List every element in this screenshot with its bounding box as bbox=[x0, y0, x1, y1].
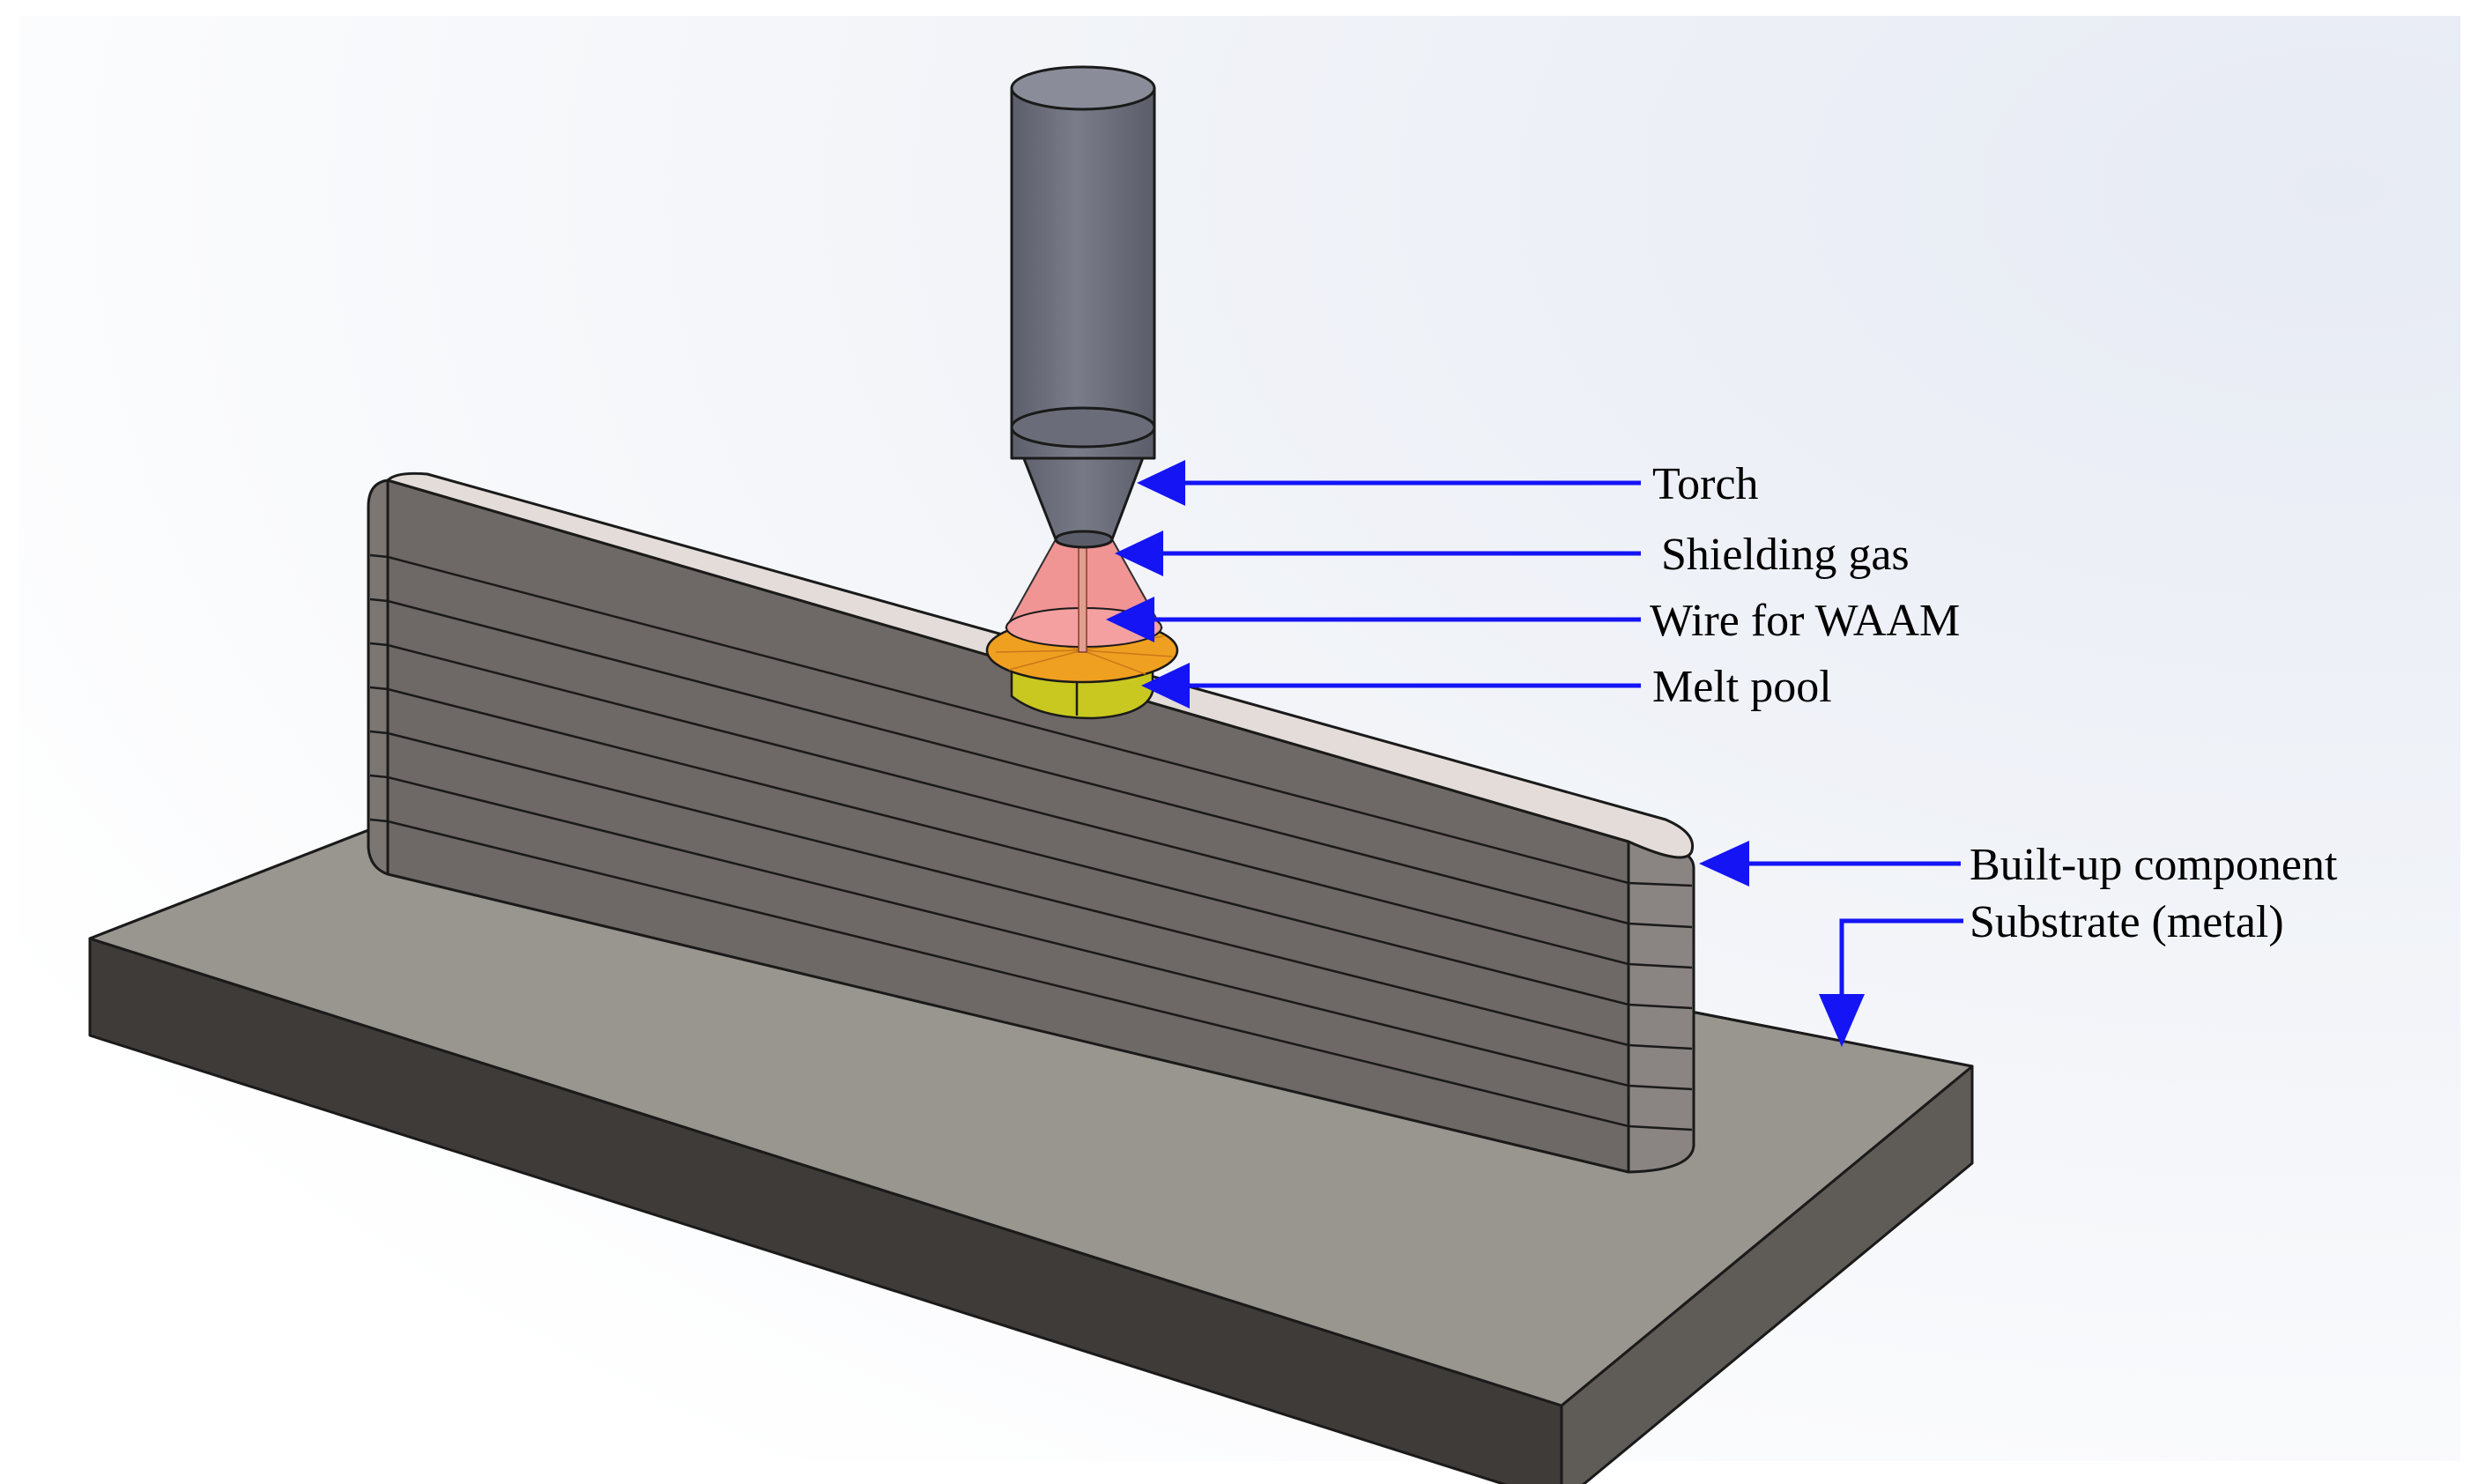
torch-arrow-head bbox=[1137, 460, 1185, 506]
label-wire-for-waam: Wire for WAAM bbox=[1650, 596, 1960, 646]
arrows bbox=[1106, 460, 1963, 1047]
label-shielding-gas: Shielding gas bbox=[1661, 530, 1910, 580]
wall-layer-line bbox=[369, 730, 1693, 1050]
substrate-arrow-line bbox=[1839, 918, 1963, 994]
substrate-arrow-head bbox=[1819, 994, 1865, 1047]
torch-body-bottom bbox=[1010, 406, 1156, 449]
label-substrate: Substrate (metal) bbox=[1970, 897, 2284, 947]
torch bbox=[1010, 65, 1156, 549]
torch-body bbox=[1010, 86, 1156, 460]
wall-layer-line bbox=[369, 774, 1693, 1091]
label-built-up-component: Built-up component bbox=[1970, 840, 2338, 890]
wire bbox=[1078, 538, 1087, 653]
wire-arrow-head bbox=[1106, 597, 1154, 642]
wall-layer-line bbox=[369, 553, 1693, 887]
wall-layer-line bbox=[369, 597, 1693, 929]
label-torch: Torch bbox=[1652, 459, 1759, 509]
labels: Torch Shielding gas Wire for WAAM Melt p… bbox=[1650, 459, 2338, 947]
melt-pool-arrow-head bbox=[1141, 663, 1190, 709]
torch-top-cap bbox=[1010, 65, 1156, 111]
substrate-top bbox=[88, 778, 1974, 1407]
wall-left-end bbox=[367, 479, 390, 876]
shielding-gas-arrow-head bbox=[1115, 531, 1163, 576]
wall-layer-line bbox=[369, 818, 1693, 1132]
torch-nozzle-tip bbox=[1054, 530, 1114, 549]
wall-layer-line bbox=[369, 642, 1693, 969]
wall-layers bbox=[369, 480, 1693, 1172]
built-up-component-arrow-head bbox=[1699, 841, 1749, 887]
substrate-faces bbox=[88, 778, 1974, 1484]
wall-layer-line bbox=[369, 686, 1693, 1010]
label-melt-pool: Melt pool bbox=[1652, 662, 1832, 712]
wire-for-waam bbox=[1078, 538, 1087, 653]
